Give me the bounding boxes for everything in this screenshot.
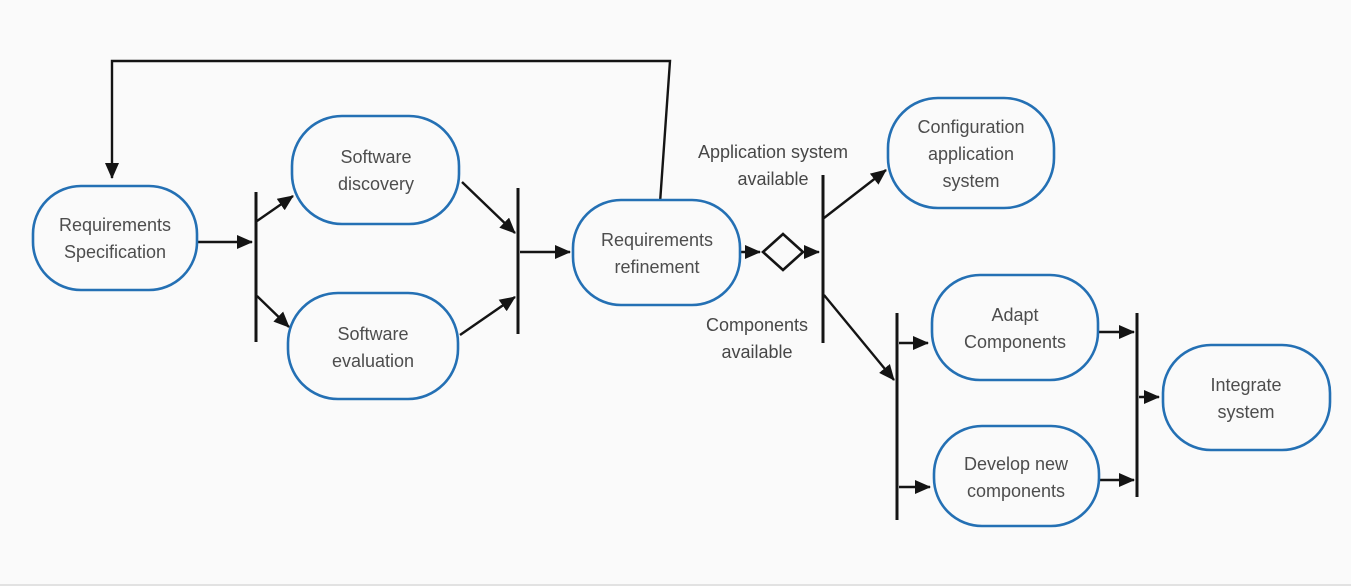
node-shape bbox=[1161, 343, 1332, 452]
node-label-line: components bbox=[967, 481, 1065, 501]
edge-label-line: available bbox=[721, 342, 792, 362]
node-label-line: Develop new bbox=[964, 454, 1069, 474]
node-label-line: system bbox=[1217, 402, 1274, 422]
node-label-line: Software bbox=[340, 147, 411, 167]
node-label-line: Requirements bbox=[601, 230, 713, 250]
node-shape bbox=[31, 184, 199, 292]
node-label-line: Components bbox=[964, 332, 1066, 352]
label-components-available: Components available bbox=[706, 315, 808, 362]
edge-refinement-loop-to-specification bbox=[105, 59, 672, 204]
edge-fork1-to-software-evaluation bbox=[256, 295, 290, 328]
node-develop-new-components: Develop new components bbox=[932, 424, 1101, 528]
node-label-line: Configuration bbox=[917, 117, 1024, 137]
node-software-evaluation: Software evaluation bbox=[286, 291, 460, 401]
node-label-line: evaluation bbox=[332, 351, 414, 371]
edge-branch-to-fork2 bbox=[823, 294, 895, 381]
node-label-line: Integrate bbox=[1210, 375, 1281, 395]
node-shape bbox=[290, 114, 461, 226]
node-label-line: Adapt bbox=[991, 305, 1038, 325]
node-label-line: Specification bbox=[64, 242, 166, 262]
node-shape bbox=[930, 273, 1100, 382]
node-shape bbox=[886, 96, 1056, 210]
node-requirements-refinement: Requirements refinement bbox=[571, 198, 742, 307]
decision-diamond bbox=[761, 232, 805, 272]
node-label-line: Software bbox=[337, 324, 408, 344]
node-adapt-components: Adapt Components bbox=[930, 273, 1100, 382]
node-shape bbox=[286, 291, 460, 401]
node-label-line: system bbox=[942, 171, 999, 191]
edge-software-discovery-to-join1 bbox=[461, 181, 516, 234]
edge-branch-to-configuration bbox=[823, 169, 887, 219]
node-label-line: discovery bbox=[338, 174, 414, 194]
edge-label-line: available bbox=[737, 169, 808, 189]
label-application-system-available: Application system available bbox=[698, 142, 848, 189]
node-configuration-application-system: Configuration application system bbox=[886, 96, 1056, 210]
node-shape bbox=[932, 424, 1101, 528]
node-requirements-specification: Requirements Specification bbox=[31, 184, 199, 292]
node-integrate-system: Integrate system bbox=[1161, 343, 1332, 452]
node-label-line: application bbox=[928, 144, 1014, 164]
edge-label-line: Application system bbox=[698, 142, 848, 162]
node-software-discovery: Software discovery bbox=[290, 114, 461, 226]
edge-fork1-to-software-discovery bbox=[256, 195, 294, 222]
node-shape bbox=[571, 198, 742, 307]
node-label-line: Requirements bbox=[59, 215, 171, 235]
node-label-line: refinement bbox=[614, 257, 699, 277]
edge-label-line: Components bbox=[706, 315, 808, 335]
edge-software-evaluation-to-join1 bbox=[459, 296, 516, 336]
